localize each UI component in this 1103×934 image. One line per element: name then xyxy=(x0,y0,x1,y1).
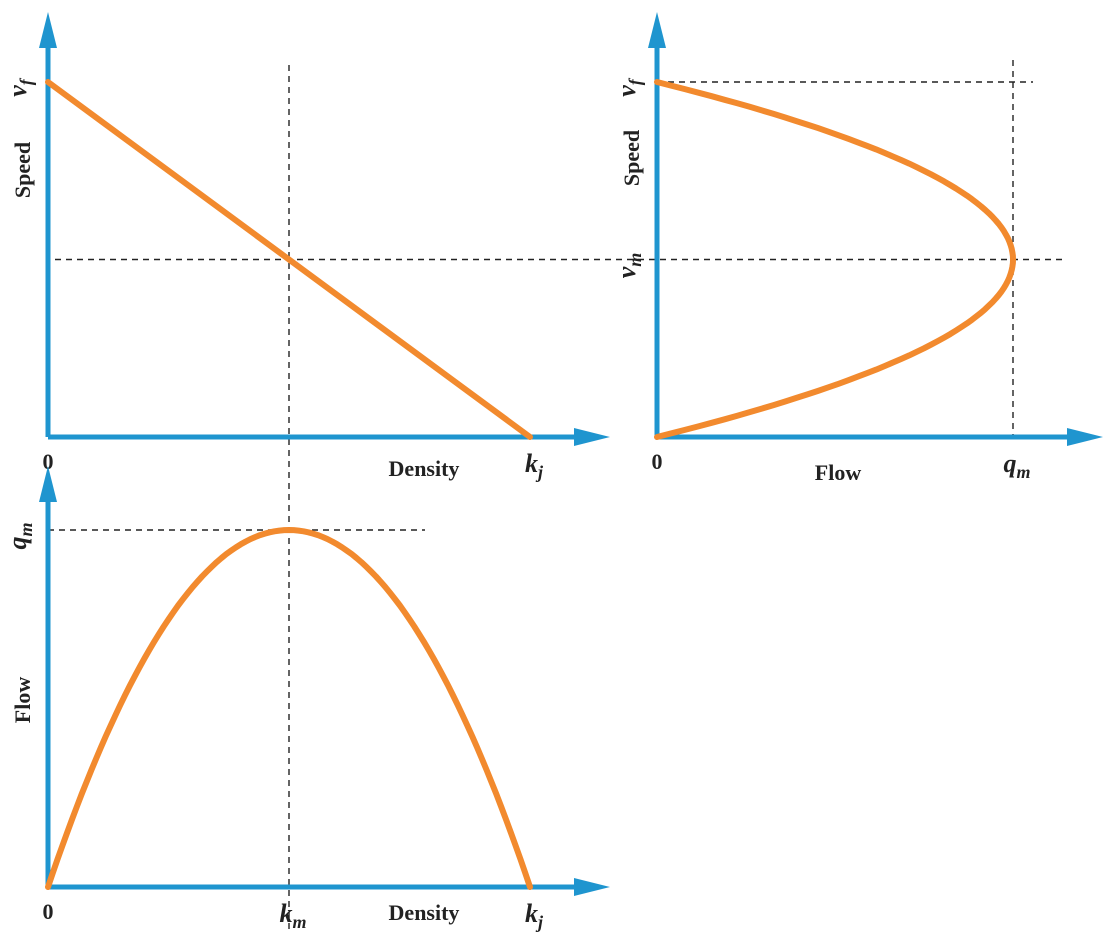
x-axis-label: Flow xyxy=(815,460,862,485)
speed-density-chart: Density Speed 0 kj vf xyxy=(3,12,1063,934)
flow-density-chart: Density Flow 0 km kj qm xyxy=(3,466,610,932)
series-curve-0 xyxy=(45,527,533,890)
x-tick-label: 0 xyxy=(652,449,663,474)
series-curve-0 xyxy=(654,79,1016,440)
x-axis-label: Density xyxy=(389,900,460,925)
y-tick-label: vm xyxy=(612,253,645,279)
x-tick-label: km xyxy=(279,899,306,932)
y-tick-label: vf xyxy=(612,77,645,97)
x-tick-label: kj xyxy=(525,449,544,482)
y-axis-label: Flow xyxy=(10,677,35,724)
y-axis-arrow xyxy=(648,12,666,48)
x-tick-label: 0 xyxy=(43,899,54,924)
x-axis-arrow xyxy=(1067,428,1103,446)
x-axis-arrow xyxy=(574,428,610,446)
y-axis-label: Speed xyxy=(619,130,644,186)
y-axis-label: Speed xyxy=(10,142,35,198)
y-axis-arrow xyxy=(39,12,57,48)
y-axis-arrow xyxy=(39,466,57,502)
x-tick-label: kj xyxy=(525,899,544,932)
x-axis-arrow xyxy=(574,878,610,896)
x-tick-label: 0 xyxy=(43,449,54,474)
series-curve-0 xyxy=(45,79,533,440)
y-tick-label: qm xyxy=(3,522,36,549)
speed-flow-chart: Flow Speed 0 qm vf vm xyxy=(612,12,1103,485)
x-tick-label: qm xyxy=(1003,449,1030,482)
x-axis-label: Density xyxy=(389,456,460,481)
y-tick-label: vf xyxy=(3,77,36,97)
